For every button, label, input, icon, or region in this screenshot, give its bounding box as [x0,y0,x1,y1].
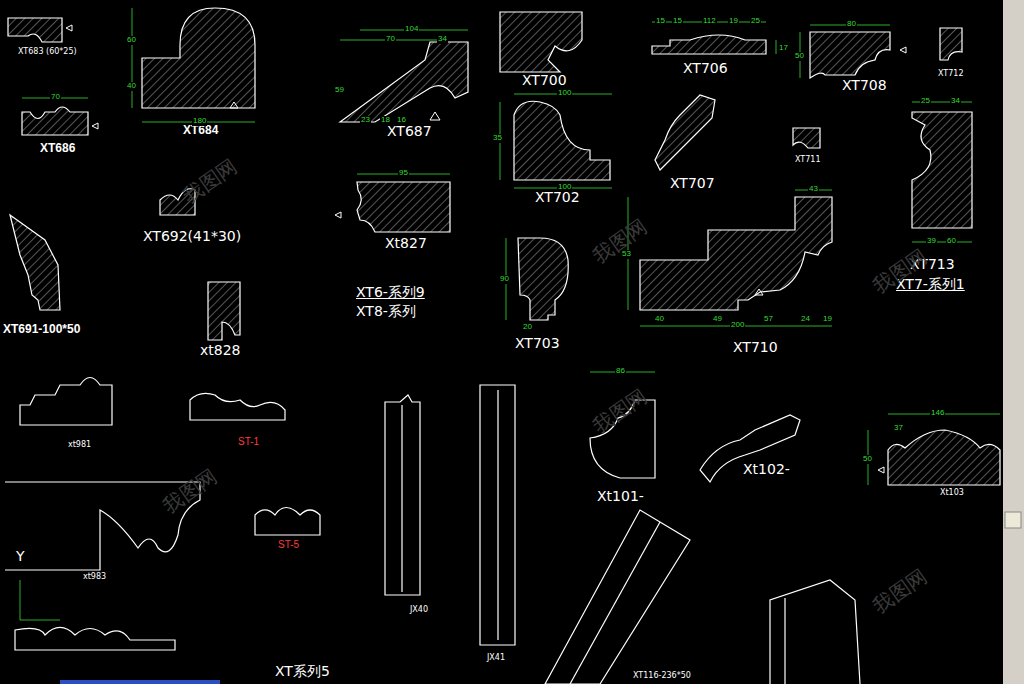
dimension: 39 [926,237,937,246]
axis-label: Y [16,549,25,564]
part-name: XT116-236*50 [633,672,691,681]
watermark: 我图网 [589,215,651,267]
part-name: Xt103 [940,489,964,498]
dimension: 86 [615,367,626,376]
part-name: XT687 [387,124,432,139]
dimension: 80 [846,20,857,29]
dimension: 57 [763,315,774,324]
dimension: 23 [360,116,371,125]
part-name: JX41 [487,654,505,663]
dimension: 25 [920,97,931,106]
dimension: 104 [404,25,419,34]
part-name: Xt102- [743,462,790,477]
scrollbar [1003,0,1024,684]
taskbar-edge [60,680,220,684]
dimension: 19 [822,315,833,324]
part-name: XT712 [938,70,964,79]
dimension: 50 [862,455,873,464]
dimension: 16 [396,116,407,125]
dimension: 100 [557,183,572,192]
series-title: XT8-系列 [356,304,416,319]
series-title: XT6-系列9 [356,285,425,300]
part-name: XT683 (60*25) [18,48,77,57]
part-name: XT706 [683,61,728,76]
dimension: 43 [808,185,819,194]
part-name: ST-1 [238,436,259,447]
dimension: 95 [398,169,409,178]
dimension: 18 [380,116,391,125]
dimension: 34 [950,97,961,106]
watermark: 我图网 [589,385,651,437]
dimension: 60 [126,36,137,45]
dimension: 40 [654,315,665,324]
dimension: 50 [794,52,805,61]
watermark: 我图网 [159,465,221,517]
dimension: 40 [126,82,137,91]
part-name: JX40 [410,606,428,615]
dimension: 20 [522,323,533,332]
dimension: 19 [728,17,739,26]
part-name: XT703 [515,336,560,351]
dimension: 180 [192,117,207,126]
dimension: 90 [499,275,510,284]
part-name: XT702 [535,190,580,205]
dimension: 37 [893,424,904,433]
dimension: 112 [702,17,717,26]
dimension: 34 [437,35,448,44]
hatched-profiles [8,8,1000,485]
watermark: 我图网 [869,565,931,617]
part-name: Xt827 [385,236,427,251]
series-title: XT系列5 [275,664,330,679]
part-name: XT707 [670,176,715,191]
part-name: Xt101- [597,489,644,504]
part-name: ST-5 [278,539,299,550]
part-name: xt828 [200,343,241,358]
part-name: XT708 [842,78,887,93]
dimension: 59 [334,86,345,95]
dimension: 15 [655,17,666,26]
scroll-thumb [1005,512,1021,528]
dimension: 15 [672,17,683,26]
part-name: XT684 [183,124,218,137]
part-name: XT692(41*30) [143,229,241,244]
part-name: XT700 [522,73,567,88]
dimension: 49 [712,315,723,324]
part-name: XT710 [733,340,778,355]
view-markers [66,25,906,473]
part-name: XT691-100*50 [3,323,80,336]
dimension: 146 [930,409,945,418]
dimension: 100 [557,89,572,98]
dimension: 24 [800,315,811,324]
dimension: 35 [492,134,503,143]
dimension: 25 [750,17,761,26]
part-name: xt983 [83,573,106,582]
outline-profiles [5,378,860,684]
dimension: 200 [730,321,745,330]
dimension: 70 [385,35,396,44]
watermark: 我图网 [179,155,241,207]
part-name: XT711 [795,156,821,165]
dimension: 17 [778,44,789,53]
dimension: 70 [50,93,61,102]
dimension: 60 [946,237,957,246]
part-name: XT686 [40,142,75,155]
dimension-lines [20,8,1000,620]
part-name: xt981 [68,441,91,450]
